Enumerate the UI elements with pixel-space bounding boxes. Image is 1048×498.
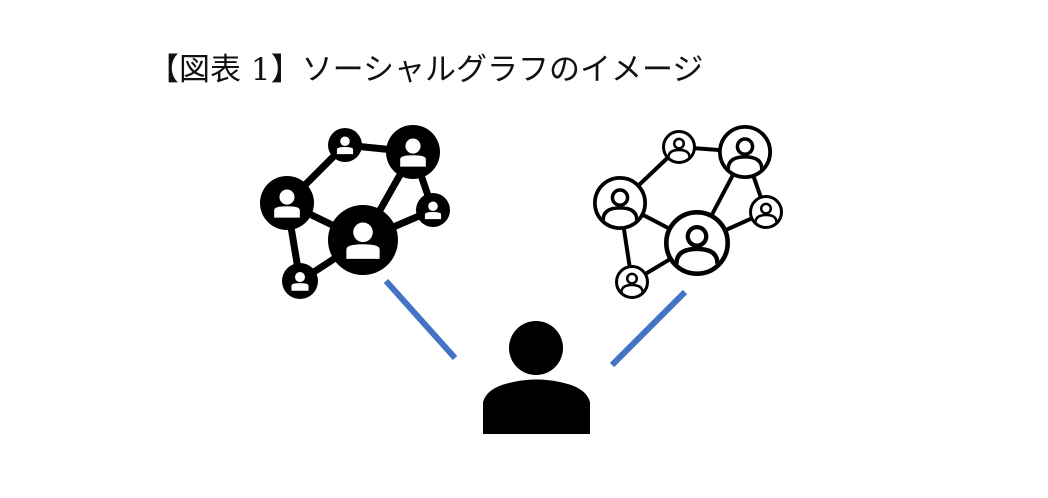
person-body-icon [274,206,300,218]
person-head-icon [279,189,295,205]
network-node [749,195,783,229]
person-body-icon [667,148,691,159]
person-head-icon [685,225,709,248]
person-body-icon [754,213,778,224]
person-head-icon [294,272,306,283]
network-node [328,128,362,162]
user-body-icon [483,379,590,434]
person-head-icon [405,138,421,154]
left-network-filled [260,125,450,299]
person-body-icon [346,244,380,259]
network-node [328,205,398,275]
network-node [662,130,696,164]
network-node [282,263,318,299]
network-node [663,209,730,276]
person-head-icon [340,136,350,147]
person-head-icon [625,272,639,285]
right-network-outline [593,124,783,299]
person-body-icon [620,283,644,294]
connector-line [609,289,688,368]
node-circle [749,195,783,229]
person-body-icon [336,147,354,155]
connector-line [383,278,458,361]
connector-lines [383,278,688,368]
node-circle [663,209,730,276]
person-head-icon [353,222,373,243]
figure-title: 【図表 1】ソーシャルグラフのイメージ [148,52,704,88]
user-person-icon [483,321,590,434]
network-node [416,193,450,227]
network-node [260,176,314,230]
node-circle [662,130,696,164]
person-body-icon [291,283,309,291]
person-body-icon [674,246,720,266]
node-circle [615,265,649,299]
person-head-icon [672,137,686,150]
person-body-icon [726,155,764,171]
user-head-icon [509,321,563,375]
person-head-icon [428,201,438,212]
person-body-icon [424,212,442,220]
node-circle [593,175,648,231]
person-body-icon [400,155,426,167]
network-node [615,265,649,299]
network-node [718,124,773,180]
network-node [386,125,440,179]
network-node [593,175,648,231]
node-circle [718,124,773,180]
person-head-icon [610,188,630,207]
person-head-icon [759,202,773,215]
person-body-icon [601,206,639,222]
person-head-icon [735,137,755,156]
